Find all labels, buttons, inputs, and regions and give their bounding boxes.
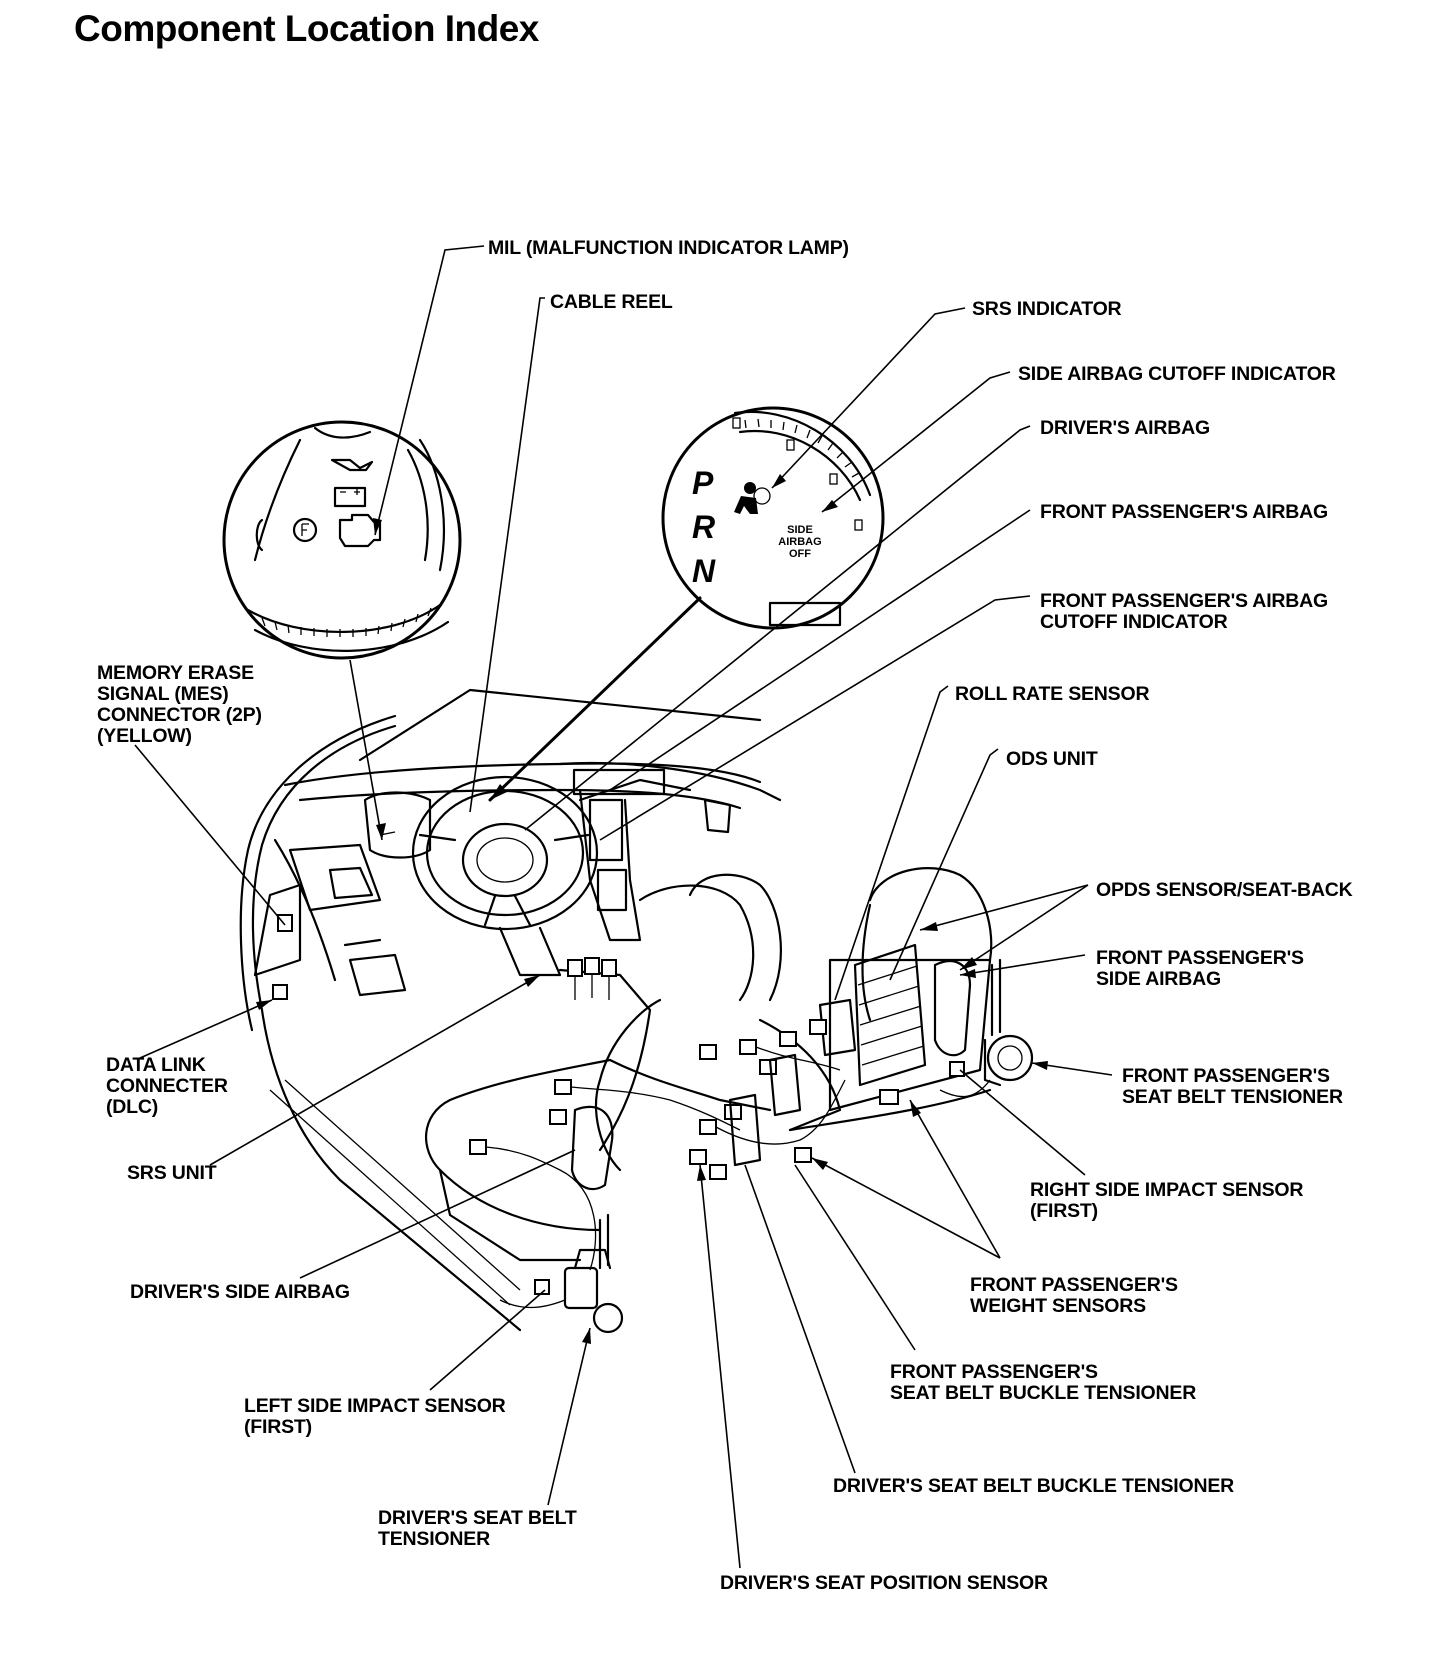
label-line: CONNECTER — [106, 1075, 228, 1097]
side-airbag-off-line2: AIRBAG — [778, 536, 821, 548]
label-drivers-seat-belt-tensioner: DRIVER'S SEAT BELT TENSIONER — [378, 1508, 577, 1550]
label-line: RIGHT SIDE IMPACT SENSOR — [1030, 1179, 1304, 1201]
label-line: (YELLOW) — [97, 725, 192, 747]
label-line: CUTOFF INDICATOR — [1040, 611, 1228, 633]
mil-magnifier-arrow — [349, 659, 383, 841]
label-mil: MIL (MALFUNCTION INDICATOR LAMP) — [488, 237, 849, 259]
label-drivers-side-airbag: DRIVER'S SIDE AIRBAG — [130, 1281, 350, 1303]
label-line: FRONT PASSENGER'S — [970, 1274, 1178, 1296]
label-memory-erase-connector: MEMORY ERASE SIGNAL (MES) CONNECTOR (2P)… — [97, 663, 262, 747]
label-front-passengers-seat-belt-tensioner: FRONT PASSENGER'S SEAT BELT TENSIONER — [1122, 1066, 1343, 1108]
label-line: (FIRST) — [1030, 1200, 1098, 1222]
label-front-passengers-seat-belt-buckle-tensioner: FRONT PASSENGER'S SEAT BELT BUCKLE TENSI… — [890, 1362, 1196, 1404]
label-srs-indicator: SRS INDICATOR — [972, 298, 1122, 320]
leader-lines — [134, 245, 1113, 1569]
label-front-passengers-side-airbag: FRONT PASSENGER'S SIDE AIRBAG — [1096, 948, 1304, 990]
label-side-airbag-cutoff-indicator: SIDE AIRBAG CUTOFF INDICATOR — [1018, 363, 1336, 385]
label-line: (DLC) — [106, 1096, 159, 1118]
label-cable-reel: CABLE REEL — [550, 291, 673, 313]
label-data-link-connector: DATA LINK CONNECTER (DLC) — [106, 1055, 228, 1118]
gear-r: R — [692, 509, 715, 545]
label-line: TENSIONER — [378, 1528, 490, 1550]
label-roll-rate-sensor: ROLL RATE SENSOR — [955, 683, 1150, 705]
label-line: FRONT PASSENGER'S — [1096, 947, 1304, 969]
label-line: (FIRST) — [244, 1416, 312, 1438]
label-front-passengers-airbag-cutoff: FRONT PASSENGER'S AIRBAG CUTOFF INDICATO… — [1040, 591, 1328, 633]
label-line: WEIGHT SENSORS — [970, 1295, 1146, 1317]
label-line: SEAT BELT BUCKLE TENSIONER — [890, 1382, 1197, 1404]
gear-p: P — [692, 465, 714, 501]
label-line: DATA LINK — [106, 1054, 206, 1076]
car-interior-drawing — [239, 688, 1034, 1334]
gear-n: N — [692, 553, 716, 589]
label-line: SIGNAL (MES) — [97, 683, 229, 705]
label-opds-sensor: OPDS SENSOR/SEAT-BACK — [1096, 879, 1353, 901]
label-line: FRONT PASSENGER'S — [1122, 1065, 1330, 1087]
page-title: Component Location Index — [74, 8, 539, 49]
label-line: MEMORY ERASE — [97, 662, 254, 684]
gauge-magnifier-arrow — [488, 596, 702, 802]
mil-magnifier — [222, 420, 462, 660]
label-line: CONNECTOR (2P) — [97, 704, 262, 726]
label-line: DRIVER'S SEAT BELT — [378, 1507, 577, 1529]
side-airbag-off-line1: SIDE — [787, 524, 813, 536]
label-front-passengers-weight-sensors: FRONT PASSENGER'S WEIGHT SENSORS — [970, 1275, 1178, 1317]
label-ods-unit: ODS UNIT — [1006, 748, 1098, 770]
label-line: FRONT PASSENGER'S — [890, 1361, 1098, 1383]
label-drivers-airbag: DRIVER'S AIRBAG — [1040, 417, 1210, 439]
label-front-passengers-airbag: FRONT PASSENGER'S AIRBAG — [1040, 501, 1329, 523]
label-drivers-seat-belt-buckle-tensioner: DRIVER'S SEAT BELT BUCKLE TENSIONER — [833, 1475, 1235, 1497]
label-line: SIDE AIRBAG — [1096, 968, 1221, 990]
side-airbag-off-line3: OFF — [789, 548, 811, 560]
gauge-magnifier: P R N SIDE AIRBAG OFF — [661, 406, 885, 630]
label-left-side-impact-sensor: LEFT SIDE IMPACT SENSOR (FIRST) — [244, 1396, 506, 1438]
label-srs-unit: SRS UNIT — [127, 1162, 217, 1184]
label-line: FRONT PASSENGER'S AIRBAG — [1040, 590, 1329, 612]
label-right-side-impact-sensor: RIGHT SIDE IMPACT SENSOR (FIRST) — [1030, 1180, 1303, 1222]
label-line: LEFT SIDE IMPACT SENSOR — [244, 1395, 506, 1417]
label-line: SEAT BELT TENSIONER — [1122, 1086, 1343, 1108]
label-drivers-seat-position-sensor: DRIVER'S SEAT POSITION SENSOR — [720, 1572, 1048, 1594]
